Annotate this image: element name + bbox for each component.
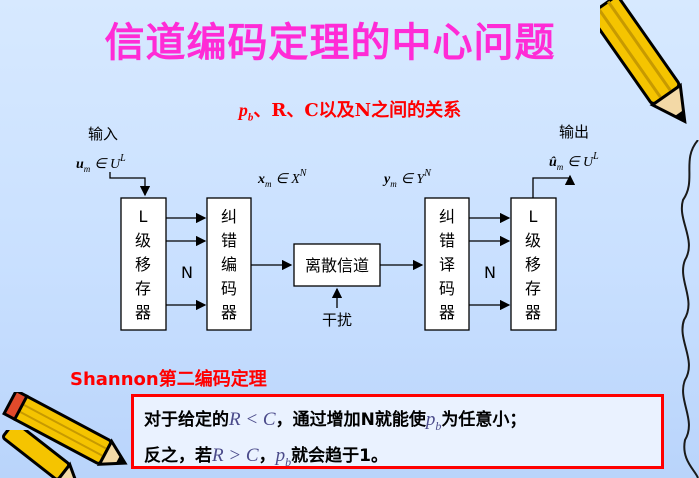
n-label-right: N xyxy=(484,263,496,282)
svg-text:器: 器 xyxy=(135,303,151,322)
svg-text:器: 器 xyxy=(439,303,455,322)
input-arrow xyxy=(110,172,145,195)
pb-math-2: pb xyxy=(276,445,292,466)
svg-text:存: 存 xyxy=(525,279,541,298)
pb-math: pb xyxy=(426,409,442,430)
theorem-line-1: 对于给定的R < C，通过增加N就能使pb为任意小； xyxy=(144,405,651,441)
pencil-bottom-left-2-icon xyxy=(0,430,80,478)
svg-text:级: 级 xyxy=(135,231,151,250)
output-arrow xyxy=(533,176,570,198)
svg-text:码: 码 xyxy=(439,279,455,298)
wavy-edge xyxy=(679,140,699,478)
shift-register-out-box: L 级 移 存 器 xyxy=(511,198,556,330)
svg-text:器: 器 xyxy=(525,303,541,322)
svg-text:译: 译 xyxy=(439,255,455,274)
channel-box: 离散信道 xyxy=(294,244,380,286)
svg-text:器: 器 xyxy=(221,303,237,322)
x-math: xm∈ XN xyxy=(257,168,308,189)
svg-text:纠: 纠 xyxy=(221,207,237,226)
svg-text:移: 移 xyxy=(525,255,541,274)
svg-text:错: 错 xyxy=(439,231,455,250)
shift-register-in-box: L 级 移 存 器 xyxy=(121,198,166,330)
parallel-arrows-1 xyxy=(166,218,205,305)
svg-text:存: 存 xyxy=(135,279,151,298)
n-label-left: N xyxy=(181,263,193,282)
input-math: um∈ UL xyxy=(76,153,126,174)
input-label: 输入 xyxy=(88,125,118,143)
theorem-title: Shannon第二编码定理 xyxy=(70,365,267,391)
output-label: 输出 xyxy=(559,123,589,141)
y-math: ym∈ YN xyxy=(382,168,432,189)
parallel-arrows-2 xyxy=(469,218,509,305)
noise-label: 干扰 xyxy=(322,311,352,329)
pencil-top-right-icon xyxy=(600,0,699,140)
svg-text:L: L xyxy=(529,207,538,226)
svg-text:错: 错 xyxy=(221,231,237,250)
svg-text:级: 级 xyxy=(525,231,541,250)
svg-text:L: L xyxy=(139,207,148,226)
svg-text:码: 码 xyxy=(221,279,237,298)
svg-text:离散信道: 离散信道 xyxy=(305,256,369,275)
decoder-box: 纠 错 译 码 器 xyxy=(425,198,469,330)
svg-text:纠: 纠 xyxy=(439,207,455,226)
output-math: ûm∈ UL xyxy=(549,151,599,172)
encoder-box: 纠 错 编 码 器 xyxy=(207,198,251,330)
theorem-box: 对于给定的R < C，通过增加N就能使pb为任意小； 反之，若R > C，pb就… xyxy=(131,394,664,469)
svg-text:编: 编 xyxy=(221,255,237,274)
svg-text:移: 移 xyxy=(135,255,151,274)
theorem-line-2: 反之，若R > C，pb就会趋于1。 xyxy=(144,441,651,477)
